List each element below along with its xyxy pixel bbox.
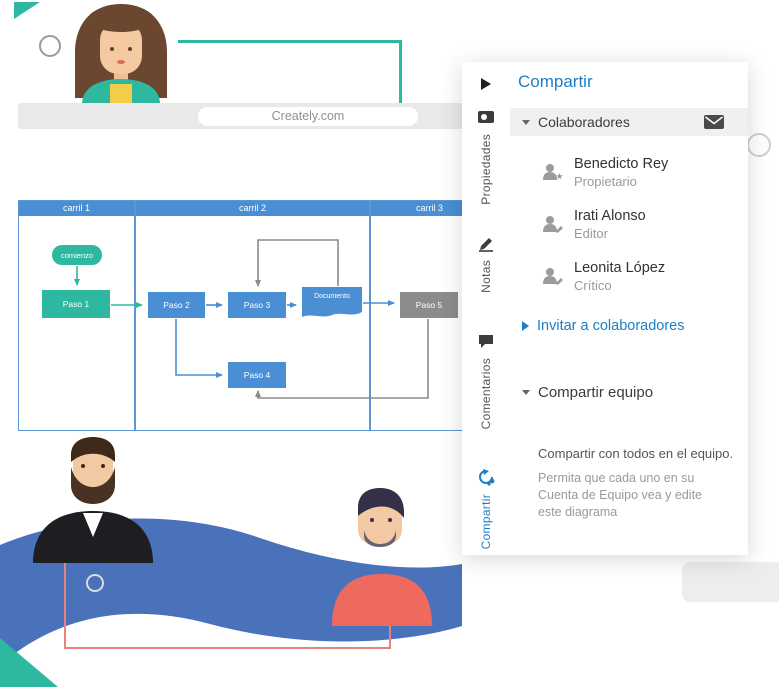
- tab-label: Compartir: [479, 494, 493, 550]
- swimlane-title: carril 1: [62, 203, 90, 213]
- comments-icon: [479, 335, 493, 348]
- properties-icon: [478, 111, 494, 123]
- flow-node-label: comienzo: [60, 250, 94, 260]
- diagram-canvas[interactable]: carril 1 carril 2 carril 3: [18, 200, 489, 431]
- red-shirt-man-illustration: [332, 488, 432, 626]
- swimlane-header[interactable]: carril 1: [19, 201, 134, 216]
- flow-node-label: Paso 2: [163, 300, 190, 310]
- collaborator-name: Leonita López: [574, 259, 666, 276]
- flow-node-paso1[interactable]: Paso 1: [42, 290, 110, 318]
- user-owner-icon: [543, 164, 563, 180]
- team-share-description: Permita que cada uno en su Cuenta de Equ…: [538, 471, 703, 519]
- swimlane-title: carril 2: [238, 203, 266, 213]
- teal-connector-line: [178, 40, 402, 43]
- invite-label: Invitar a colaboradores: [537, 318, 685, 334]
- tab-propiedades[interactable]: Propiedades: [462, 108, 510, 205]
- collaborator-row[interactable]: Leonita López Crítico: [510, 252, 748, 300]
- notes-icon: [479, 238, 493, 252]
- woman-illustration: [75, 4, 167, 104]
- document-shape-icon: [302, 287, 362, 317]
- panel-title: Compartir: [518, 72, 593, 91]
- address-pill: Creately.com: [198, 107, 418, 126]
- play-icon: [481, 78, 491, 90]
- flow-node-label: Paso 5: [415, 300, 443, 310]
- flow-node-label: Documento: [314, 293, 350, 300]
- gray-pill-decoration: [682, 562, 779, 602]
- flow-node-paso4[interactable]: Paso 4: [228, 362, 286, 388]
- collaborator-info: Leonita López Crítico: [574, 259, 665, 294]
- share-icon: [479, 469, 495, 486]
- tab-notas[interactable]: Notas: [462, 234, 510, 293]
- user-critic-icon: [543, 268, 563, 285]
- swimlane-header[interactable]: carril 2: [136, 201, 369, 216]
- tab-label: Notas: [479, 260, 493, 293]
- teal-connector-line: [399, 40, 402, 104]
- flow-node-paso2[interactable]: Paso 2: [148, 292, 205, 318]
- teal-triangle-decoration: [14, 2, 40, 19]
- invite-collaborators-link[interactable]: Invitar a colaboradores: [522, 318, 685, 334]
- circle-outline-decoration: [39, 35, 61, 57]
- collaborator-role: Editor: [574, 225, 608, 241]
- envelope-icon[interactable]: [704, 115, 724, 129]
- tab-compartir[interactable]: Compartir: [462, 468, 510, 549]
- chevron-down-icon[interactable]: [522, 390, 530, 395]
- flow-node-label: Paso 1: [62, 299, 90, 309]
- collaborators-section-header[interactable]: Colaboradores: [510, 108, 748, 136]
- flow-node-documento[interactable]: Documento: [302, 287, 362, 321]
- circle-outline-decoration: [86, 574, 104, 592]
- tab-label: Propiedades: [479, 134, 493, 205]
- chevron-down-icon[interactable]: [522, 119, 530, 125]
- bearded-man-illustration: [33, 437, 153, 563]
- swimlane-title: carril 3: [415, 203, 443, 213]
- flow-node-paso3[interactable]: Paso 3: [228, 292, 286, 318]
- swimlane-header[interactable]: carril 3: [371, 201, 488, 216]
- tab-label: Comentarios: [479, 358, 493, 430]
- collaborator-role: Crítico: [574, 277, 612, 293]
- play-button[interactable]: [462, 72, 510, 96]
- share-panel: Propiedades Notas Comentarios: [462, 62, 748, 555]
- flow-node-label: Paso 4: [243, 370, 271, 380]
- collaborator-info: Irati Alonso Editor: [574, 207, 646, 242]
- panel-tabstrip: Propiedades Notas Comentarios: [462, 62, 510, 555]
- flow-node-label: Paso 3: [243, 300, 271, 310]
- user-editor-icon: [543, 216, 563, 233]
- collaborator-name: Irati Alonso: [574, 207, 646, 224]
- flow-node-comienzo[interactable]: comienzo: [52, 245, 102, 265]
- team-section-header[interactable]: Compartir equipo: [522, 384, 653, 401]
- circle-outline-decoration: [747, 133, 771, 157]
- collaborator-info: Benedicto Rey Propietario: [574, 155, 668, 190]
- collaborator-row[interactable]: Benedicto Rey Propietario: [510, 148, 748, 196]
- collaborator-role: Propietario: [574, 173, 637, 189]
- collaborator-name: Benedicto Rey: [574, 155, 669, 172]
- team-share-lead: Compartir con todos en el equipo.: [538, 446, 734, 461]
- tab-comentarios[interactable]: Comentarios: [462, 332, 510, 429]
- section-title: Compartir equipo: [538, 384, 654, 401]
- red-connector-line: [64, 557, 391, 649]
- site-url: Creately.com: [271, 109, 345, 123]
- chevron-right-icon: [522, 321, 529, 331]
- flow-node-paso5[interactable]: Paso 5: [400, 292, 458, 318]
- section-title: Colaboradores: [538, 114, 630, 130]
- collaborator-row[interactable]: Irati Alonso Editor: [510, 200, 748, 248]
